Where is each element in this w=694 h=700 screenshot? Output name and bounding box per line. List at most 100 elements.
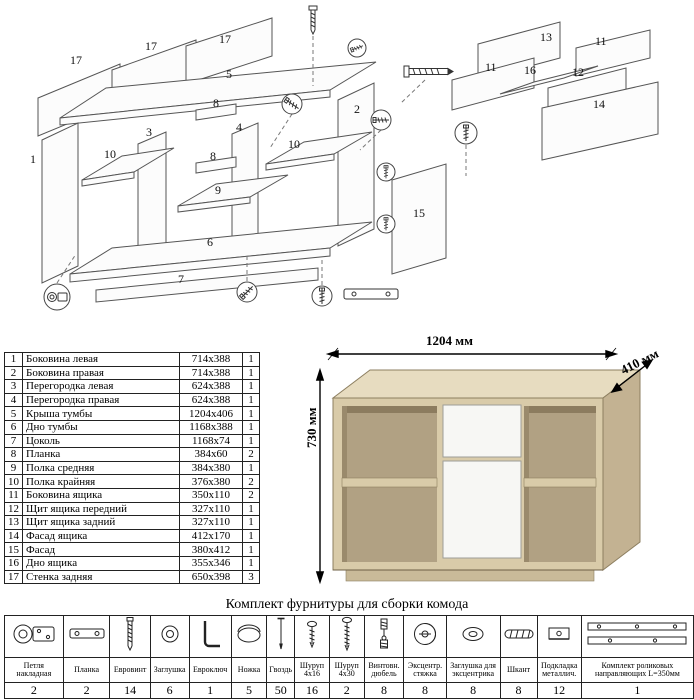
part-size: 384x60 [179, 447, 243, 462]
part-n: 17 [4, 569, 23, 585]
part-name: Планка [22, 447, 180, 462]
hardware-item-label: Комплект роликовых направляющих L=350мм [580, 657, 694, 683]
part-number-label: 9 [215, 183, 221, 197]
cap-icon [149, 615, 190, 658]
hardware-item-qty: 2 [4, 682, 64, 699]
part-qty: 1 [242, 528, 260, 544]
hardware-item-qty: 2 [328, 682, 365, 699]
part-number-label: 17 [219, 32, 231, 46]
hardware-item-label: Евровинт [109, 657, 151, 683]
part-name: Крыша тумбы [22, 406, 180, 421]
hardware-item-qty: 1 [188, 682, 232, 699]
part-number-label: 11 [485, 60, 497, 74]
metal-pad-icon [536, 615, 582, 658]
part-name: Стенка задняя [22, 569, 180, 585]
part-6-bottom-panel-edge [69, 247, 331, 283]
part-10-shelf-right-edge [265, 153, 335, 171]
drawer-parts [451, 21, 659, 161]
plinth [345, 569, 595, 582]
part-number-label: 14 [593, 97, 605, 111]
part-1-left-side [41, 122, 79, 284]
cabinet-parts [37, 17, 447, 303]
part-name: Перегородка правая [22, 392, 180, 408]
part-number-label: 2 [354, 102, 360, 116]
part-number-label: 10 [288, 137, 300, 151]
part-11-drawer-side [451, 57, 535, 111]
part-qty: 1 [242, 515, 260, 530]
part-name: Фасад [22, 542, 180, 557]
part-number-label: 16 [524, 63, 536, 77]
part-n: 1 [4, 352, 23, 367]
part-number-label: 11 [595, 34, 607, 48]
right-shelf [523, 477, 597, 488]
part-qty: 1 [242, 460, 260, 476]
part-qty: 1 [242, 419, 260, 435]
part-name: Полка крайняя [22, 474, 180, 489]
part-name: Боковина ящика [22, 487, 180, 503]
confirmat-screw-icon [109, 615, 151, 658]
part-number-label: 4 [236, 120, 242, 134]
part-number-label: 1 [30, 152, 36, 166]
part-n: 4 [4, 392, 23, 408]
part-size: 355x346 [179, 555, 243, 571]
part-number-label: 8 [213, 96, 219, 110]
part-size: 412x170 [179, 528, 243, 544]
part-number-label: 7 [178, 272, 184, 286]
part-17-back-panel [185, 17, 273, 85]
hardware-icon-row [4, 615, 694, 658]
hardware-item-label: Шуруп 4x16 [294, 657, 330, 683]
part-8-plank-bottom [195, 156, 237, 174]
part-size: 380x412 [179, 542, 243, 557]
cam-cap-icon [445, 615, 501, 658]
plate-icon [62, 615, 111, 658]
part-size: 1168x388 [179, 419, 243, 435]
width-dimension-label: 1204 мм [426, 333, 473, 348]
part-qty: 3 [242, 569, 260, 585]
hardware-item-qty: 6 [149, 682, 190, 699]
part-n: 15 [4, 542, 23, 557]
hardware-item-label: Петля накладная [4, 657, 64, 683]
foot-icon [230, 615, 268, 658]
hardware-item-label: Ножка [230, 657, 268, 683]
part-qty: 2 [242, 474, 260, 489]
part-15-door-facade [391, 163, 447, 275]
part-14-drawer-facade [541, 81, 659, 161]
dresser-right-side [602, 368, 641, 572]
part-n: 5 [4, 406, 23, 421]
hinge-callout-glyph [47, 292, 68, 302]
part-n: 10 [4, 474, 23, 489]
part-5-top-panel-edge [59, 89, 331, 126]
part-size: 384x380 [179, 460, 243, 476]
nail-icon [266, 615, 296, 658]
part-qty: 1 [242, 501, 260, 517]
part-size: 714x388 [179, 365, 243, 381]
part-name: Дно ящика [22, 555, 180, 571]
part-number-label: 12 [572, 65, 584, 79]
part-n: 12 [4, 501, 23, 517]
part-name: Перегородка левая [22, 379, 180, 394]
screw-long-icon [328, 615, 365, 658]
hardware-item-label: Эксцентр. стяжка [403, 657, 447, 683]
leader-lines [56, 36, 467, 285]
hardware-item-qty: 8 [499, 682, 538, 699]
part-number-label: 17 [70, 53, 82, 67]
part-name: Боковина правая [22, 365, 180, 381]
hardware-item-qty: 16 [294, 682, 330, 699]
part-qty: 1 [242, 379, 260, 394]
part-13-drawer-back [477, 21, 561, 81]
part-name: Цоколь [22, 433, 180, 449]
dresser-top-face [331, 369, 642, 399]
part-n: 14 [4, 528, 23, 544]
hardware-item-qty: 8 [445, 682, 501, 699]
part-qty: 1 [242, 433, 260, 449]
